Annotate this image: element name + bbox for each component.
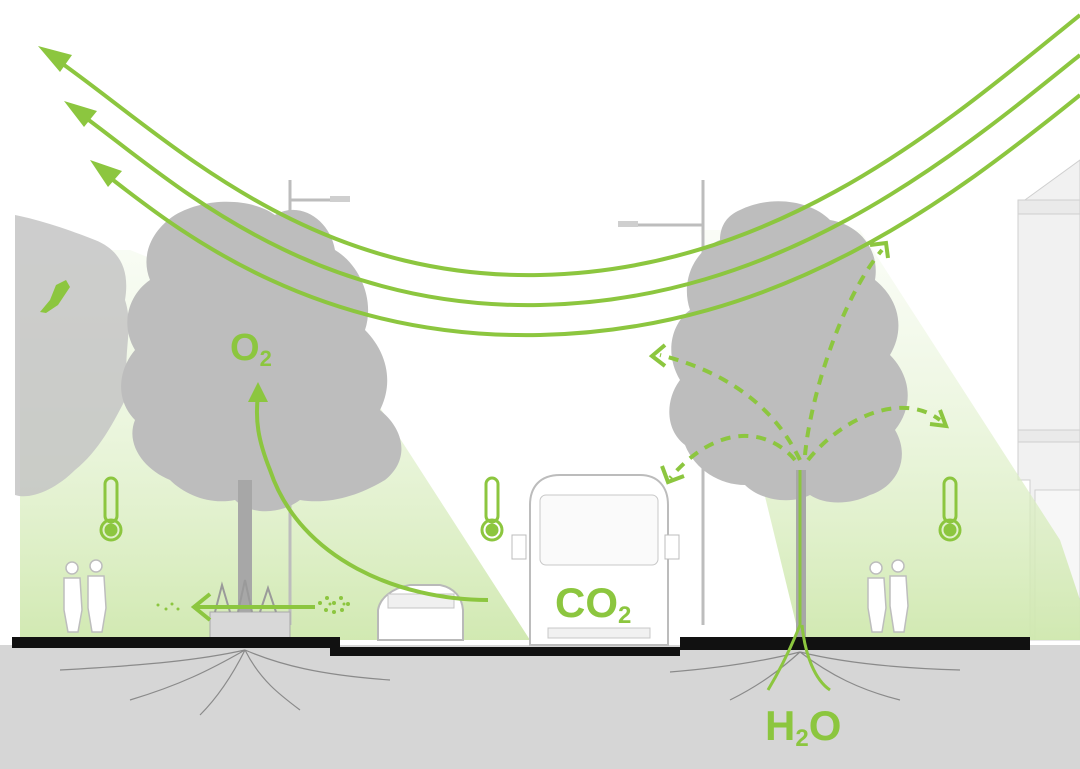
- thermometer-icon: [938, 476, 962, 542]
- evapotranspiration-arrows: [659, 248, 942, 480]
- h2o-label: H2O: [765, 702, 841, 752]
- thermometer-icon: [99, 476, 123, 542]
- particle-capture-arrow: [156, 592, 350, 622]
- bus-icon: [511, 474, 680, 646]
- co2-uptake-arrow: [254, 394, 489, 602]
- ground: [0, 645, 1080, 769]
- thermometer-icon: [480, 476, 504, 542]
- pedestrians-icon: [63, 559, 107, 633]
- tree-roots: [59, 649, 961, 716]
- street-section: [12, 637, 1030, 656]
- pedestrians-icon: [867, 559, 909, 633]
- o2-label: O2: [230, 327, 272, 371]
- evapotranspiration-arrowheads: [648, 240, 950, 485]
- co2-label: CO2: [555, 579, 631, 629]
- water-uptake-lines: [766, 470, 831, 692]
- car-icon: [377, 584, 464, 641]
- bird-icon: [40, 280, 70, 313]
- tree-far-left: [15, 215, 130, 497]
- airflow-arrows: [38, 13, 1080, 338]
